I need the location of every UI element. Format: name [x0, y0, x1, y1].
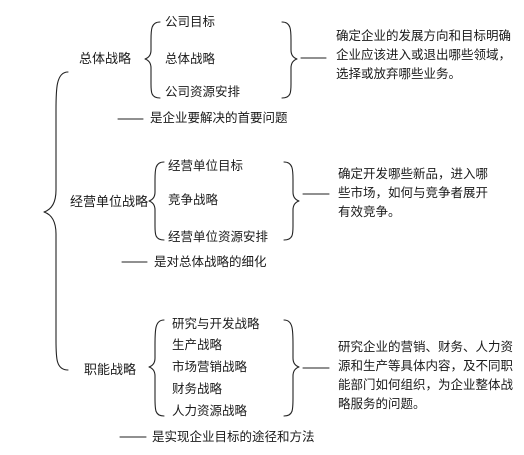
section-1-left-brace [144, 21, 161, 99]
section-3-right-brace [283, 319, 300, 417]
section-3-item-3: 市场营销战略 [172, 359, 248, 374]
section-2-left-brace [148, 161, 165, 241]
main-left-brace [43, 71, 69, 371]
section-3-name: 职能战略 [84, 363, 137, 378]
section-3-item-4: 财务战略 [172, 381, 223, 396]
section-3-description: 研究企业的营销、财务、人力资源和生产等具体内容，及不同职能部门如何组织，为企业整… [338, 339, 514, 411]
section-3-left-brace [148, 319, 165, 417]
section-3-item-5: 人力资源战略 [172, 403, 248, 418]
section-1-description: 确定企业的发展方向和目标明确企业应该进入或退出哪些领域，选择或放弃哪些业务。 [336, 28, 512, 81]
section-2-item-1: 经营单位目标 [168, 158, 244, 173]
section-2-right-brace [283, 161, 300, 241]
section-1-item-1: 公司目标 [165, 14, 216, 29]
section-3-note: 是实现企业目标的途径和方法 [152, 429, 315, 444]
section-1-note: 是企业要解决的首要问题 [150, 110, 288, 125]
section-1-item-3: 公司资源安排 [165, 84, 241, 99]
section-2-item-2: 竞争战略 [168, 192, 219, 207]
section-2-description: 确定开发哪些新品，进入哪些市场，如何与竞争者展开有效竞争。 [338, 166, 489, 219]
section-3-item-1: 研究与开发战略 [172, 316, 260, 331]
section-1-item-2: 总体战略 [165, 51, 216, 66]
section-1-right-brace [281, 21, 298, 99]
section-2-note: 是对总体战略的细化 [154, 254, 267, 269]
section-2-name: 经营单位战略 [70, 195, 149, 210]
section-1-name: 总体战略 [79, 52, 132, 67]
section-3-item-2: 生产战略 [172, 337, 223, 352]
section-2-item-3: 经营单位资源安排 [168, 229, 269, 244]
